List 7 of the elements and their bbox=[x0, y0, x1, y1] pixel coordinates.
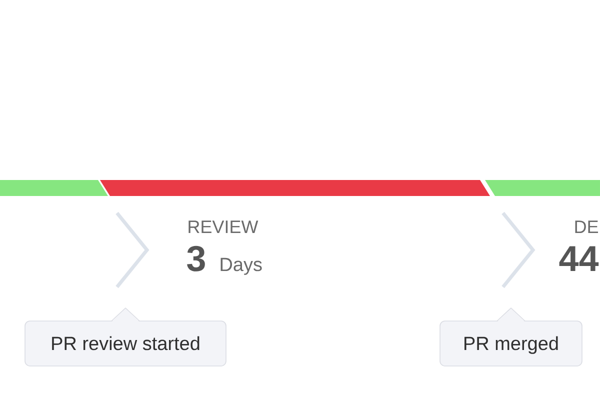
stage-label: DE bbox=[575, 220, 598, 233]
duration-value: 3 bbox=[187, 246, 205, 272]
duration-unit: Days bbox=[220, 258, 262, 275]
stage-label: REVIEW bbox=[188, 220, 258, 233]
tooltip: PR merged bbox=[440, 308, 582, 366]
duration-value: 44 bbox=[559, 246, 599, 271]
tooltip: PR review started bbox=[24, 308, 226, 366]
